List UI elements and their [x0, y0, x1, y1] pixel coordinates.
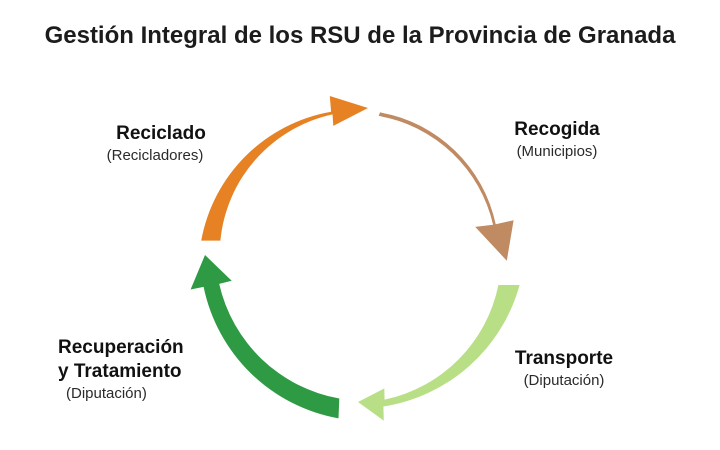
- stage-name: Transporte: [514, 348, 614, 369]
- recogida-arrow: [378, 112, 514, 261]
- stage-name: Reciclado: [116, 123, 206, 144]
- stage-name-line-1: Recuperación: [58, 337, 184, 358]
- stage-recuperacion: Recuperación y Tratamiento (Diputación): [58, 336, 248, 404]
- stage-name: Recogida: [514, 119, 600, 140]
- reciclado-arrow: [201, 96, 368, 241]
- stage-actor: (Municipios): [516, 143, 598, 160]
- stage-actor: (Diputación): [523, 372, 605, 389]
- stage-transporte: Transporte (Diputación): [494, 347, 634, 391]
- stage-reciclado: Reciclado (Recicladores): [96, 122, 226, 166]
- transporte-arrow: [358, 285, 520, 421]
- recuperacion-arrow: [190, 255, 340, 419]
- stage-actor: (Recicladores): [106, 147, 204, 164]
- stage-recogida: Recogida (Municipios): [492, 118, 622, 162]
- diagram-title: Gestión Integral de los RSU de la Provin…: [44, 22, 676, 49]
- stage-name-line-2: y Tratamiento: [58, 361, 182, 382]
- stage-actor: (Diputación): [66, 385, 147, 402]
